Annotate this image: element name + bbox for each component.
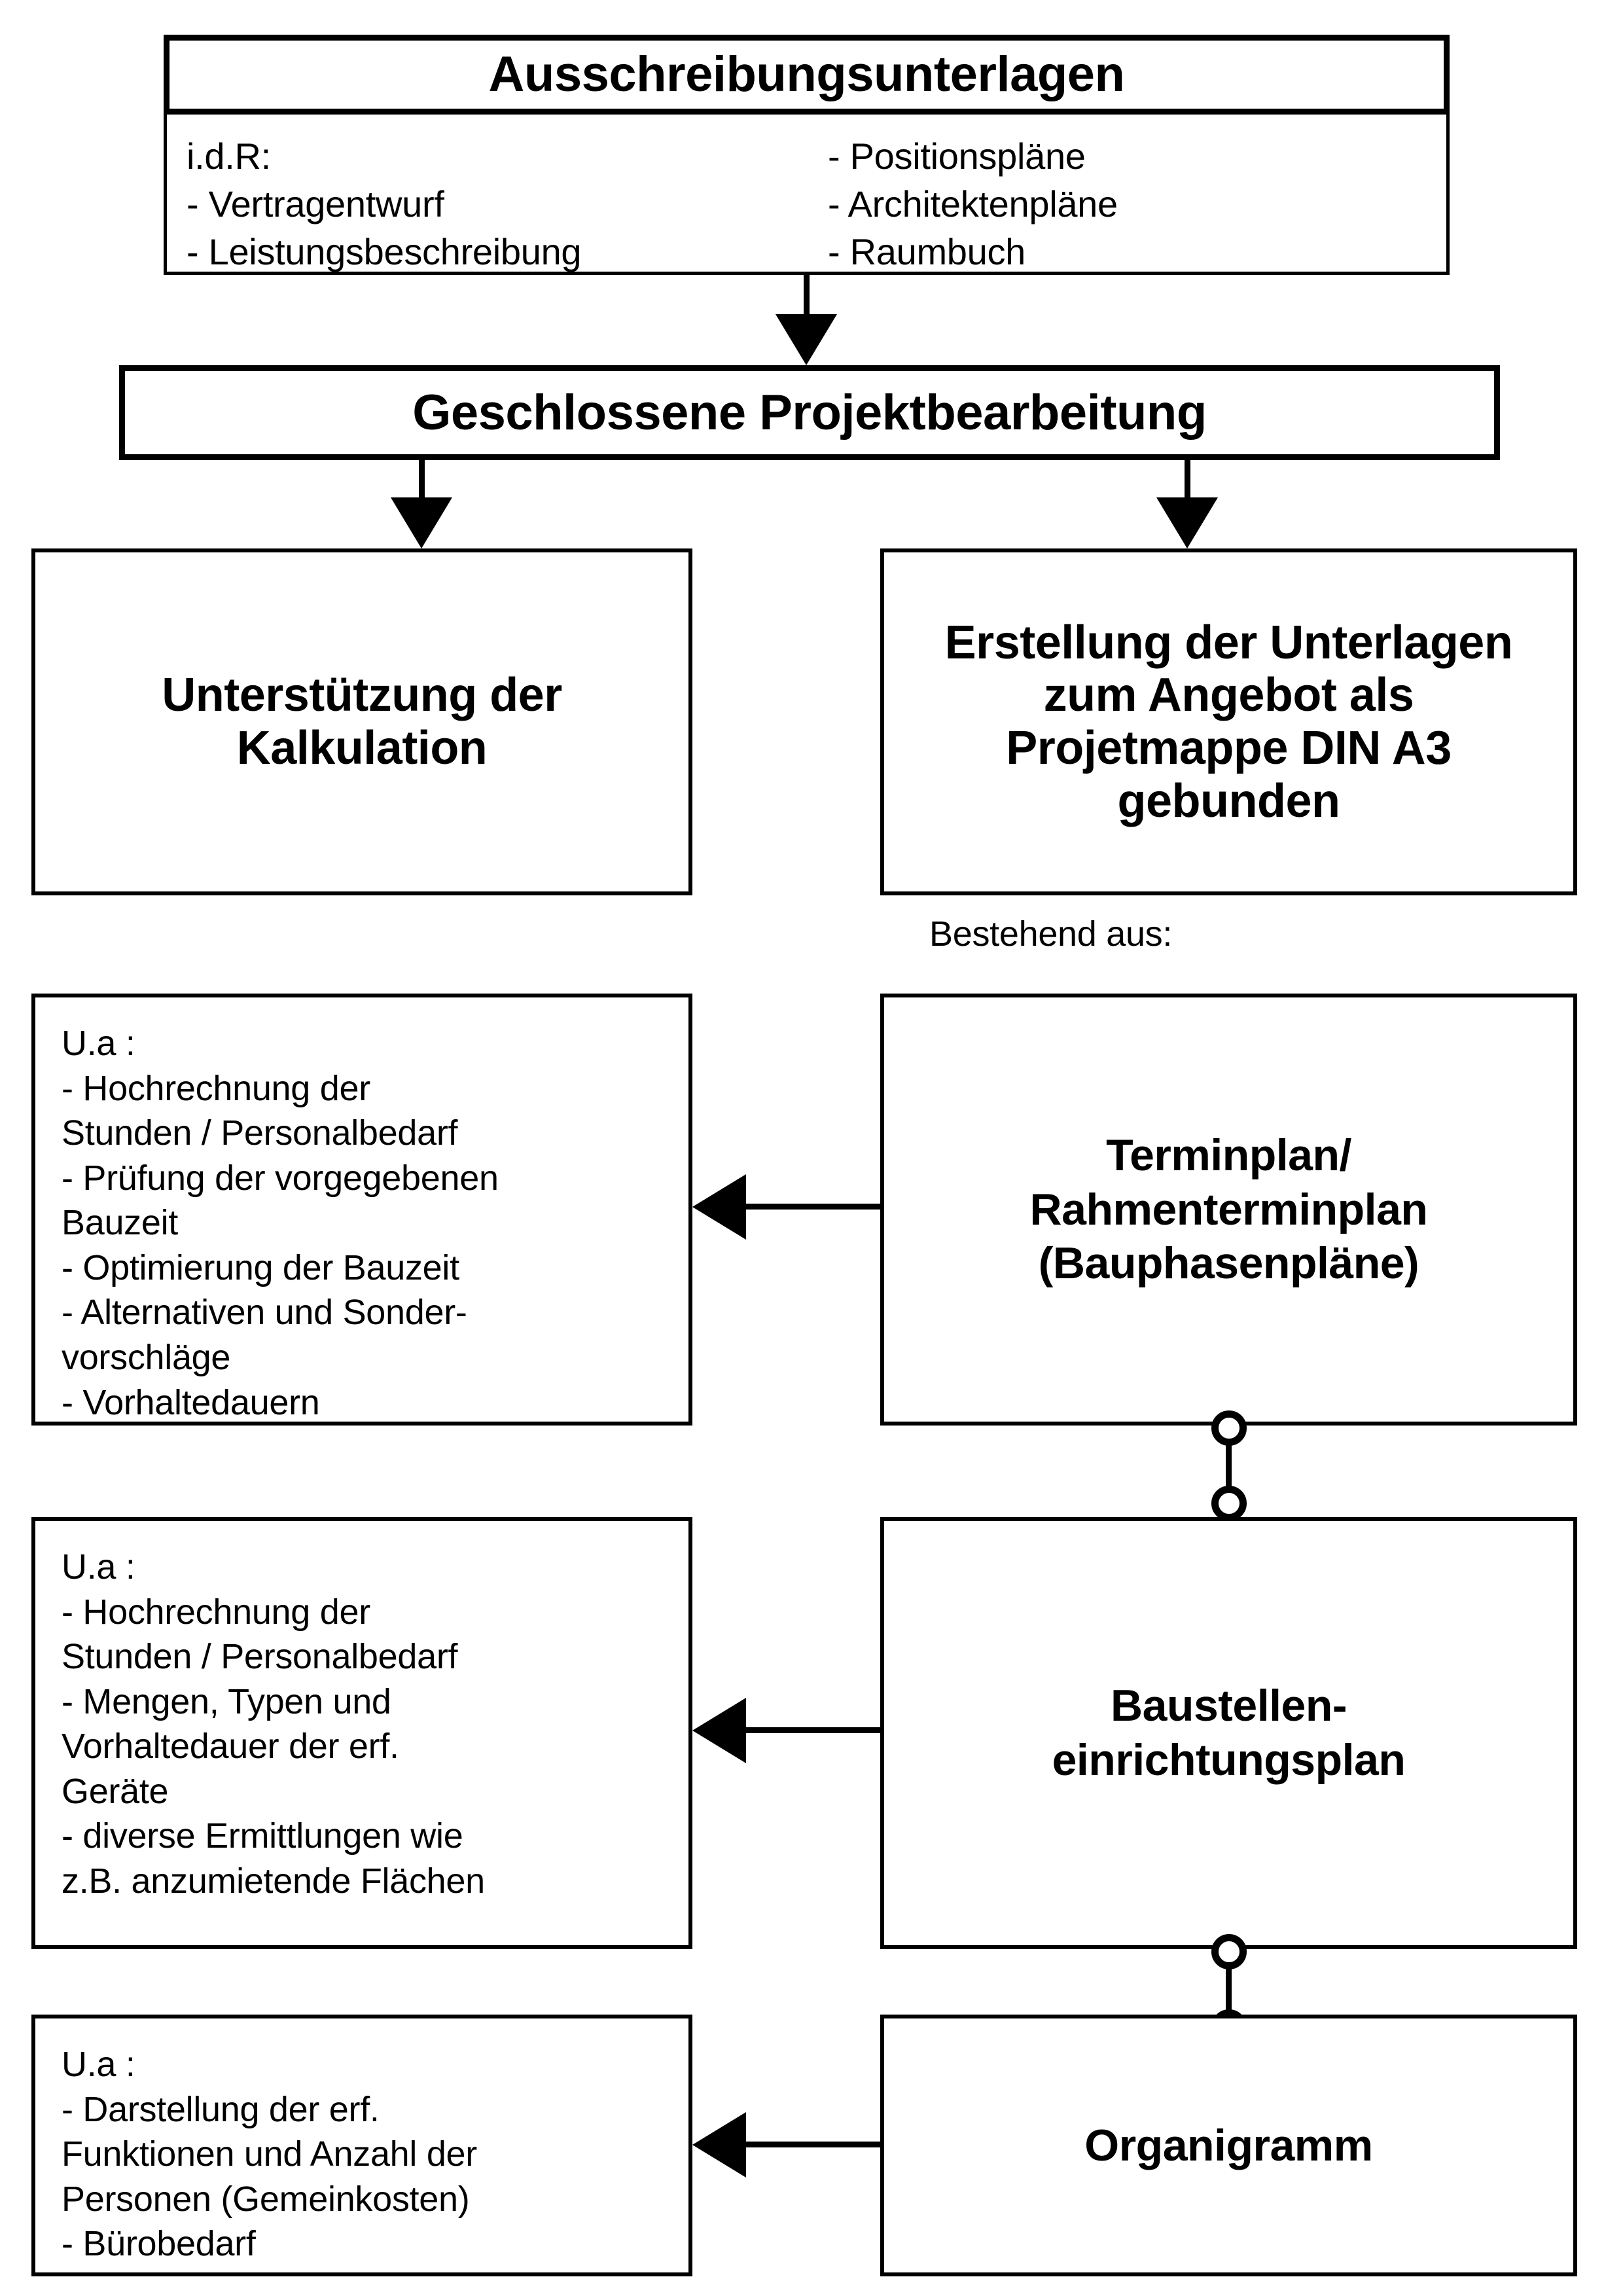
bestehend-aus-label: Bestehend aus: — [929, 914, 1173, 954]
link-bar-terminplan-baustelle — [1226, 1443, 1232, 1496]
node-baustelleneinrichtungsplan: Baustellen- einrichtungsplan — [880, 1517, 1577, 1949]
node-organigramm: Organigramm — [880, 2015, 1577, 2276]
connector-line-ausschreibung-to-projektbearbeitung — [804, 275, 810, 344]
node-details-organigramm: U.a : - Darstellung der erf. Funktionen … — [31, 2015, 692, 2276]
details-organigramm-text: U.a : - Darstellung der erf. Funktionen … — [62, 2045, 477, 2264]
arrow-head-terminplan-to-details — [692, 1174, 746, 1240]
node-terminplan-title: Terminplan/ Rahmenterminplan (Bauphasenp… — [1029, 1130, 1428, 1289]
node-erstellung-unterlagen-title: Erstellung der Unterlagen zum Angebot al… — [944, 616, 1513, 827]
arrow-head-baustelle-to-details — [692, 1698, 746, 1763]
node-geschlossene-projektbearbeitung: Geschlossene Projektbearbeitung — [119, 365, 1500, 460]
node-terminplan: Terminplan/ Rahmenterminplan (Bauphasenp… — [880, 994, 1577, 1426]
details-terminplan-text: U.a : - Hochrechnung der Stunden / Perso… — [62, 1024, 499, 1422]
link-circle-top-terminplan-baustelle — [1211, 1410, 1247, 1446]
arrow-head-ausschreibung-to-projektbearbeitung — [776, 314, 837, 365]
arrow-head-projektbearbeitung-to-erstellung — [1156, 497, 1218, 548]
connector-line-organigramm-to-details — [746, 2142, 883, 2147]
connector-line-projektbearbeitung-to-kalkulation — [419, 460, 425, 524]
node-ausschreibungsunterlagen-title: Ausschreibungsunterlagen — [488, 46, 1125, 103]
node-organigramm-title: Organigramm — [1084, 2120, 1373, 2170]
link-circle-bottom-terminplan-baustelle — [1211, 1486, 1247, 1521]
ausschreibung-right-list: - Positionspläne - Architektenpläne - Ra… — [828, 135, 1118, 272]
arrow-head-projektbearbeitung-to-kalkulation — [391, 497, 452, 548]
node-details-baustelleneinrichtung: U.a : - Hochrechnung der Stunden / Perso… — [31, 1517, 692, 1949]
node-ausschreibungsunterlagen-body: i.d.R: - Vertragentwurf - Leistungsbesch… — [164, 115, 1450, 275]
node-unterstuetzung-kalkulation-title: Unterstützung der Kalkulation — [162, 669, 562, 774]
node-erstellung-unterlagen: Erstellung der Unterlagen zum Angebot al… — [880, 548, 1577, 895]
link-circle-top-baustelle-organigramm — [1211, 1934, 1247, 1969]
details-baustelleneinrichtung-text: U.a : - Hochrechnung der Stunden / Perso… — [62, 1547, 485, 1901]
ausschreibung-left-list: i.d.R: - Vertragentwurf - Leistungsbesch… — [187, 135, 582, 272]
node-baustelleneinrichtungsplan-title: Baustellen- einrichtungsplan — [1052, 1681, 1406, 1785]
node-unterstuetzung-kalkulation: Unterstützung der Kalkulation — [31, 548, 692, 895]
connector-line-projektbearbeitung-to-erstellung — [1185, 460, 1190, 524]
node-details-terminplan: U.a : - Hochrechnung der Stunden / Perso… — [31, 994, 692, 1426]
link-bar-baustelle-organigramm — [1226, 1967, 1232, 2019]
node-ausschreibungsunterlagen-header: Ausschreibungsunterlagen — [164, 35, 1450, 115]
node-geschlossene-projektbearbeitung-title: Geschlossene Projektbearbeitung — [412, 384, 1207, 440]
connector-line-baustelle-to-details — [746, 1727, 883, 1733]
arrow-head-organigramm-to-details — [692, 2112, 746, 2178]
connector-line-terminplan-to-details — [746, 1204, 883, 1210]
